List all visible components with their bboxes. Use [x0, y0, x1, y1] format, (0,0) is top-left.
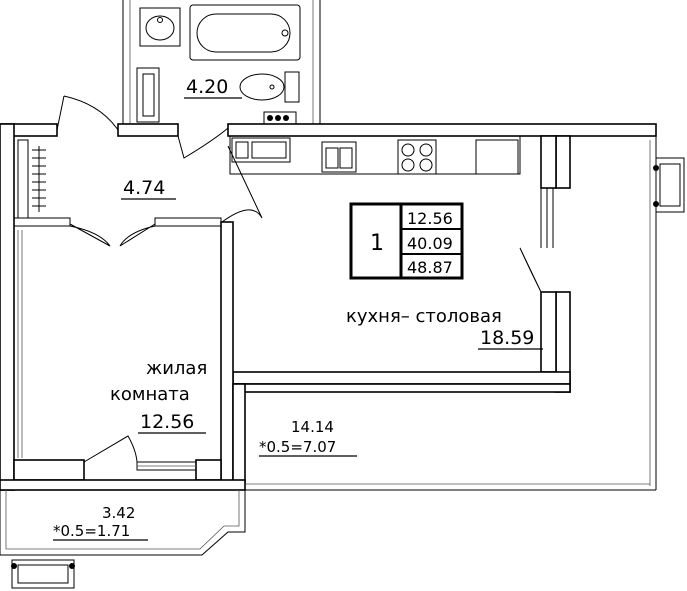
living-area: 12.56: [140, 411, 194, 433]
balcony-label: 3.42 *0.5=1.71: [53, 504, 148, 541]
kitchen-label: кухня– столовая 18.59: [346, 306, 543, 350]
terrace: [245, 135, 685, 491]
summary-living-area: 12.56: [407, 209, 453, 228]
doors: [56, 95, 554, 463]
balcony-coef: *0.5=1.71: [53, 522, 130, 540]
bathroom: 4.20: [122, 0, 321, 125]
terrace-area: 14.14: [291, 418, 334, 436]
living-name-line1: жилая: [146, 358, 207, 379]
summary-gross-area: 48.87: [407, 258, 453, 277]
hallway-area: 4.74: [123, 177, 165, 199]
summary-total-area: 40.09: [407, 234, 453, 253]
balcony-area: 3.42: [102, 504, 135, 522]
kitchen-name: кухня– столовая: [346, 306, 502, 327]
terrace-coef: *0.5=7.07: [259, 438, 336, 456]
radiator: [32, 146, 46, 212]
hallway-label: 4.74: [121, 177, 176, 200]
terrace-label: 14.14 *0.5=7.07: [259, 418, 357, 457]
summary-box: 1 12.56 40.09 48.87: [349, 202, 464, 280]
kitchen-furniture: [229, 135, 521, 175]
living-label: жилая комната 12.56: [110, 358, 207, 434]
living-name-line2: комната: [110, 384, 190, 405]
bathroom-area: 4.20: [186, 76, 228, 98]
kitchen-area: 18.59: [480, 327, 534, 349]
rooms-count: 1: [370, 231, 384, 256]
balcony: [0, 490, 246, 589]
